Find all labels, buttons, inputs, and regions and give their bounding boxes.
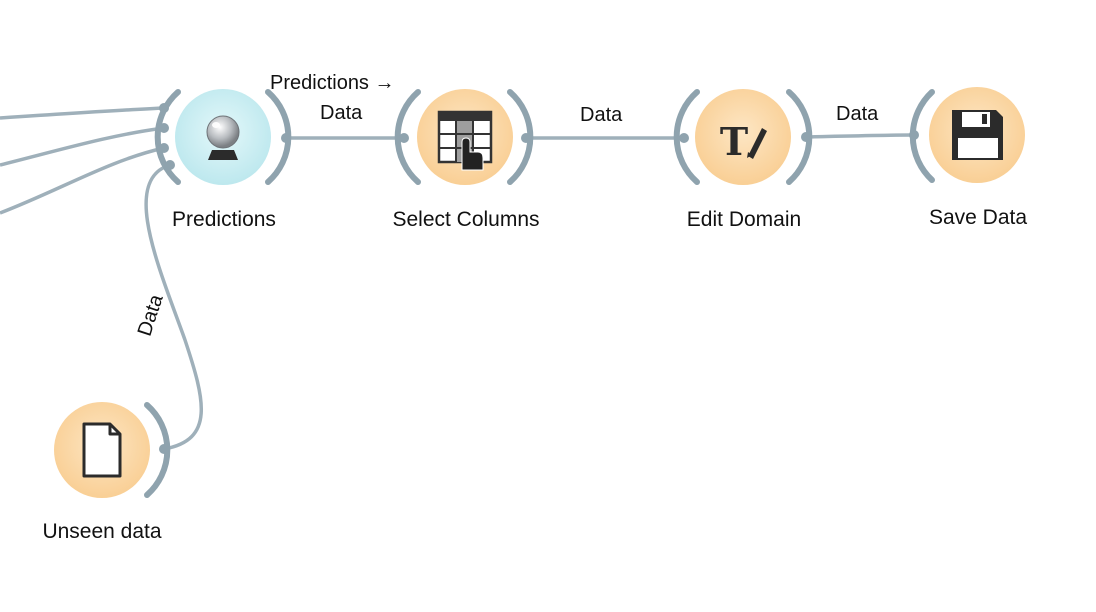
svg-text:T: T <box>720 119 748 164</box>
node-circle <box>695 89 791 185</box>
link-edit-to-save[interactable] <box>805 133 915 139</box>
link-unseen-to-predictions[interactable] <box>144 163 204 451</box>
text-edit-icon: T <box>720 119 767 164</box>
incoming-link-2[interactable] <box>0 126 165 167</box>
link-label-predictions-line2: Data <box>320 102 363 124</box>
edit-domain-node[interactable]: T <box>673 89 813 185</box>
crystal-ball-icon <box>206 115 240 160</box>
unseen-data-label: Unseen data <box>42 520 162 543</box>
select-columns-label: Select Columns <box>392 208 540 231</box>
edit-domain-label: Edit Domain <box>686 208 802 231</box>
incoming-link-1[interactable] <box>0 106 165 120</box>
select-columns-node[interactable] <box>394 89 534 185</box>
save-data-node[interactable] <box>909 87 1025 183</box>
link-label-edit-to-save: Data <box>836 103 879 125</box>
floppy-disk-icon <box>952 110 1003 160</box>
unseen-data-node[interactable] <box>54 402 171 498</box>
input-bracket <box>394 89 421 185</box>
input-bracket <box>154 89 181 185</box>
link-label-predictions-line1: Predictions → <box>270 72 395 94</box>
predictions-label: Predictions <box>172 208 276 231</box>
file-icon <box>82 422 122 478</box>
save-data-label: Save Data <box>928 206 1028 229</box>
input-bracket <box>673 89 700 185</box>
incoming-link-3[interactable] <box>0 146 165 215</box>
link-label-select-to-edit: Data <box>580 104 623 126</box>
predictions-node[interactable] <box>154 89 292 185</box>
table-select-icon <box>437 110 493 171</box>
